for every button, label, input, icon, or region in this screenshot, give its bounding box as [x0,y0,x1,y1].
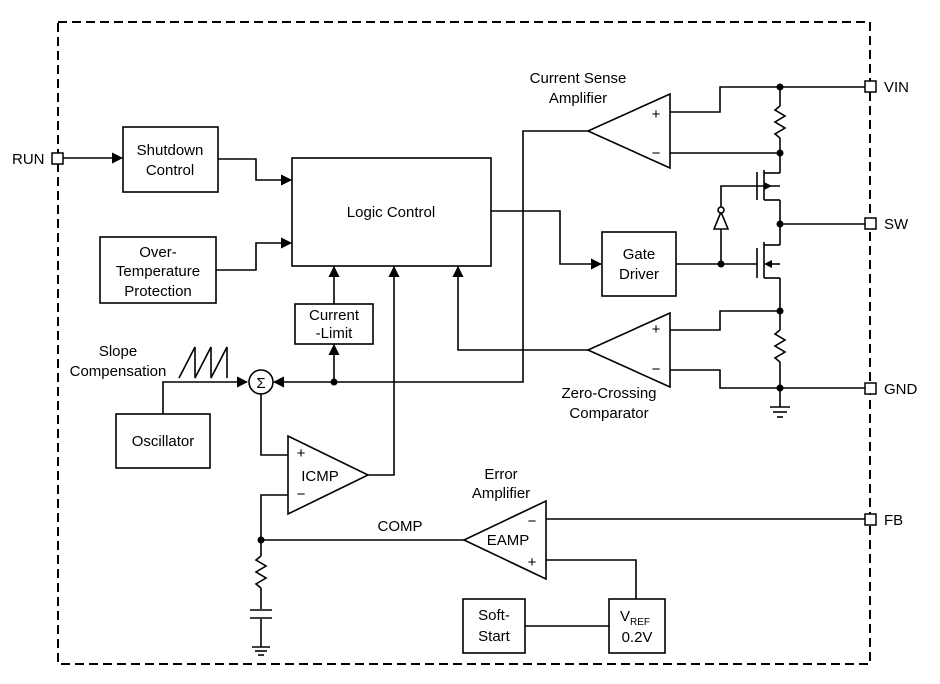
oscillator-label: Oscillator [132,433,195,450]
zc-minus: − [652,361,661,378]
eamp-minus: − [528,513,537,530]
vref-label: VREF [620,608,650,628]
error-amplifier: − + EAMP Error Amplifier [462,466,547,581]
zc-plus: + [652,321,661,338]
pin-fb-pad [864,513,877,526]
csa-plus: + [652,106,661,123]
ic-boundary [57,21,871,665]
ea-label-1: Error [484,466,517,483]
gate-driver-block: Gate Driver [601,231,677,297]
current-limit-label-1: Current [309,307,360,324]
vref-block: VREF 0.2V [608,598,666,654]
sawtooth-waveform-icon [178,346,228,379]
ea-label-2: Amplifier [472,485,530,502]
pin-run-pad [51,152,64,165]
icmp-plus: + [297,445,306,462]
icmp-minus: − [297,486,306,503]
pin-gnd-pad [864,382,877,395]
shutdown-control-block: Shutdown Control [122,126,219,193]
slope-label-1: Slope [99,343,137,360]
shutdown-label-2: Control [146,162,194,179]
icmp-comparator: + − ICMP [287,434,370,516]
sigma-symbol: Σ [256,375,265,392]
current-sense-amplifier: + − Current Sense Amplifier [530,70,671,170]
overtemp-label-3: Protection [124,283,192,300]
logic-control-label: Logic Control [347,204,435,221]
current-limit-block: Current -Limit [294,303,374,345]
overtemp-label-1: Over- [139,244,177,261]
pin-sw-pad [864,217,877,230]
eamp-plus: + [528,554,537,571]
comp-label: COMP [378,518,423,535]
pin-vin-pad [864,80,877,93]
pin-run: RUN [12,151,64,168]
soft-start-label-1: Soft- [478,607,510,624]
pin-sw-label: SW [884,216,909,233]
pin-vin: VIN [864,79,909,96]
pin-gnd: GND [864,381,918,398]
icmp-label: ICMP [301,468,339,485]
logic-control-block: Logic Control [291,157,492,267]
soft-start-label-2: Start [478,628,511,645]
csa-label-1: Current Sense [530,70,627,87]
summing-junction: Σ [248,369,274,395]
eamp-label: EAMP [487,532,530,549]
pin-gnd-label: GND [884,381,918,398]
pin-run-label: RUN [12,151,45,168]
over-temperature-block: Over- Temperature Protection [99,236,217,304]
pin-vin-label: VIN [884,79,909,96]
gate-driver-label-1: Gate [623,246,656,263]
soft-start-block: Soft- Start [462,598,526,654]
oscillator-block: Oscillator [115,413,211,469]
vref-value: 0.2V [622,629,653,646]
zc-label-2: Comparator [569,405,648,422]
csa-minus: − [652,145,661,162]
gate-driver-label-2: Driver [619,266,659,283]
pin-fb-label: FB [884,512,903,529]
overtemp-label-2: Temperature [116,263,200,280]
pin-sw: SW [864,216,909,233]
zc-label-1: Zero-Crossing [561,385,656,402]
current-limit-label-2: -Limit [316,325,353,342]
csa-label-2: Amplifier [549,90,607,107]
wiring [63,83,865,656]
slope-label-2: Compensation [70,363,167,380]
shutdown-label-1: Shutdown [137,142,204,159]
zero-crossing-comparator: + − Zero-Crossing Comparator [561,311,671,422]
